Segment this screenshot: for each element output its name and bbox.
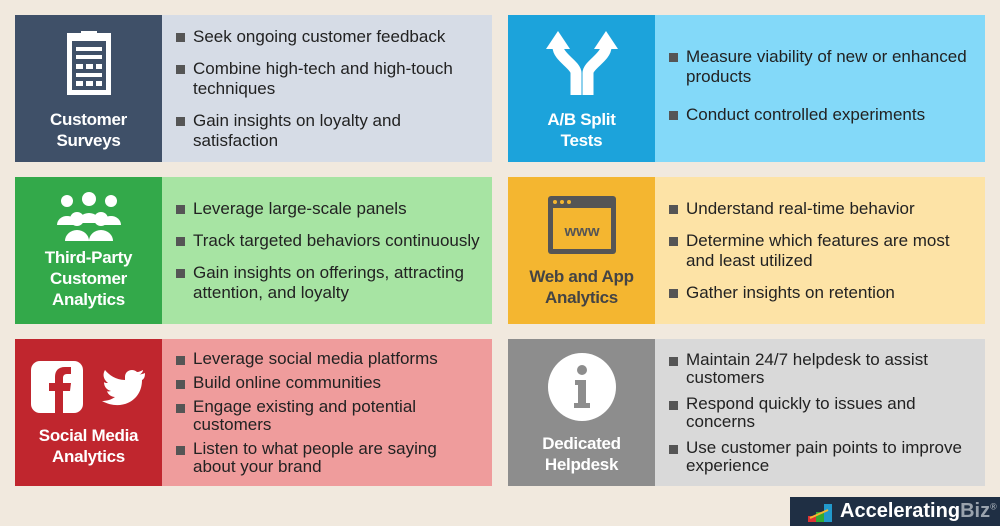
icon-panel: Customer Surveys [15,15,162,162]
list-item: Determine which features are most and le… [669,231,975,271]
list-item: Build online communities [176,373,482,392]
list-item: Conduct controlled experiments [669,105,975,125]
list-item: Leverage social media platforms [176,349,482,368]
list-item: Leverage large-scale panels [176,199,482,219]
icon-panel: www Web and App Analytics [508,177,655,324]
list-item: Measure viability of new or enhanced pro… [669,47,975,87]
card-title: Social Media Analytics [38,425,139,466]
logo-registered: ® [990,501,997,512]
growth-chart-icon [808,503,832,522]
info-icon [547,352,616,421]
card-dedicated-helpdesk: Dedicated Helpdesk Maintain 24/7 helpdes… [508,339,985,486]
card-title: Third-Party Customer Analytics [44,248,133,309]
list-item: Engage existing and potential customers [176,397,482,434]
list-item: Understand real-time behavior [669,199,975,219]
card-title: Dedicated Helpdesk [542,433,621,474]
card-title: Web and App Analytics [529,266,634,307]
logo-accent: Biz [960,500,991,522]
split-arrow-icon [545,30,618,95]
clipboard-icon [66,30,111,95]
facebook-twitter-icon [30,360,145,413]
card-web-app-analytics: www Web and App Analytics Understand rea… [508,177,985,324]
browser-www-icon: www [547,195,616,254]
people-group-icon [56,192,121,241]
list-item: Use customer pain points to improve expe… [669,438,975,475]
icon-panel: Social Media Analytics [15,339,162,486]
icon-panel: Dedicated Helpdesk [508,339,655,486]
logo-main: Accelerating [840,500,961,522]
icon-panel: A/B Split Tests [508,15,655,162]
list-item: Seek ongoing customer feedback [176,27,482,47]
list-item: Maintain 24/7 helpdesk to assist custome… [669,350,975,387]
card-title: A/B Split Tests [547,109,616,150]
list-item: Combine high-tech and high-touch techniq… [176,59,482,99]
list-item: Gather insights on retention [669,283,975,303]
card-customer-surveys: Customer Surveys Seek ongoing customer f… [15,15,492,162]
list-item: Gain insights on offerings, attracting a… [176,263,482,303]
accelerating-biz-logo: AcceleratingBiz® [790,497,1000,526]
card-third-party-analytics: Third-Party Customer Analytics Leverage … [15,177,492,324]
list-item: Listen to what people are saying about y… [176,439,482,476]
list-item: Respond quickly to issues and concerns [669,394,975,431]
list-item: Gain insights on loyalty and satisfactio… [176,111,482,151]
card-title: Customer Surveys [50,109,127,150]
list-item: Track targeted behaviors continuously [176,231,482,251]
svg-text:www: www [563,223,599,240]
card-social-media-analytics: Social Media Analytics Leverage social m… [15,339,492,486]
card-ab-split-tests: A/B Split Tests Measure viability of new… [508,15,985,162]
icon-panel: Third-Party Customer Analytics [15,177,162,324]
